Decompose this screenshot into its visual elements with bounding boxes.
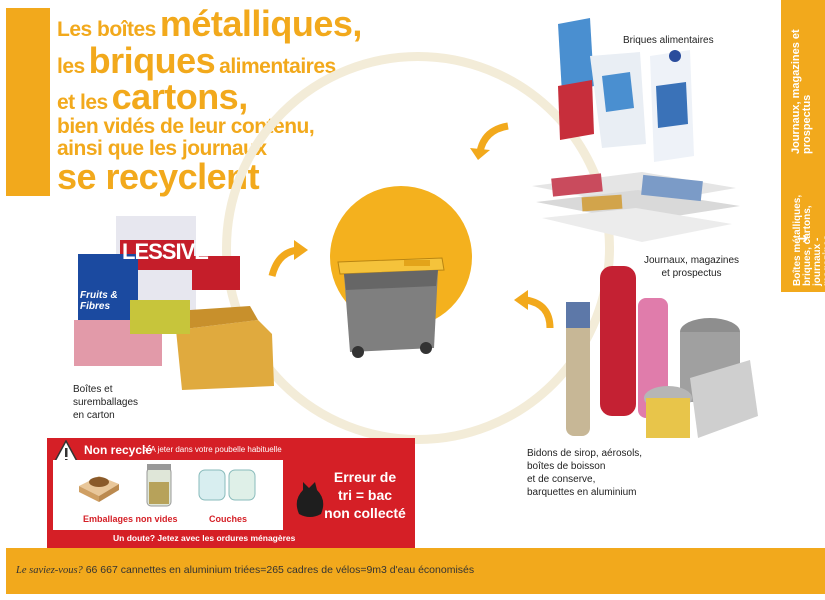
arrow-curve-icon (268, 240, 308, 277)
headline-text: et les (57, 91, 108, 115)
footer-fact: 66 667 cannettes en aluminium triées=265… (85, 564, 475, 576)
headline-text: se recyclent (57, 155, 260, 197)
trash-bag-icon (296, 482, 324, 517)
headline-text: bien vidés de leur contenu, (57, 115, 315, 139)
error-line: tri = bac (337, 487, 393, 503)
non-recycle-hint: Un doute? Jetez avec les ordures ménagèr… (113, 533, 296, 543)
non-recycle-panel: Non recyclé > A jeter dans votre poubell… (47, 438, 415, 548)
item-caption: Emballages non vides (83, 514, 178, 524)
milk-carton-icon (558, 18, 694, 162)
side-tab-bottom-label: Boîtes métalliques, briques, cartons, jo… (792, 194, 825, 286)
label-journaux: Journaux, magazines et prospectus (644, 255, 740, 279)
label-boites: Boîtes et suremballages en carton (73, 384, 139, 421)
arrow-right-icon: ➜ (797, 230, 809, 246)
food-packaging-icon (79, 476, 119, 502)
item-caption: Couches (209, 514, 248, 524)
non-recycle-subtitle: > A jeter dans votre poubelle habituelle (144, 445, 282, 454)
side-tab[interactable]: Journaux, magazines et prospectus ➜ Boît… (781, 0, 825, 292)
arrow-curve-icon (470, 122, 509, 160)
footer-text: Le saviez-vous? 66 667 cannettes en alum… (16, 564, 474, 576)
arrow-curve-icon (514, 290, 554, 329)
headline-text: alimentaires (219, 54, 336, 78)
error-line: non collecté (324, 505, 406, 521)
non-recycle-title: Non recyclé (84, 443, 153, 457)
headline-text: cartons, (111, 76, 249, 118)
footer-banner: Le saviez-vous? 66 667 cannettes en alum… (6, 548, 825, 594)
headline-text: briques (88, 39, 216, 81)
error-line: Erreur de (333, 469, 397, 485)
side-tab-top-label: Journaux, magazines et prospectus (790, 29, 813, 154)
footer-lead: Le saviez-vous? (16, 565, 83, 576)
recycle-ring (222, 52, 614, 444)
non-recycle-items: Emballages non vides Couches (53, 460, 283, 530)
headline-text: métalliques, (159, 3, 363, 44)
product-fruits: Fruits & Fibres (80, 290, 118, 312)
left-accent-bar (6, 8, 50, 196)
diapers-icon (198, 469, 256, 501)
cardboard-boxes-icon (74, 216, 274, 390)
headline-text: ainsi que les journaux (57, 136, 267, 160)
error-message: Erreur de tri = bac non collecté (317, 468, 413, 522)
newspapers-icon (532, 172, 740, 242)
metal-cans-icon (566, 266, 758, 438)
dirty-jar-icon (146, 464, 172, 507)
product-lessive: LESSIVE (122, 239, 209, 264)
label-briques: Briques alimentaires (623, 35, 714, 46)
headline-text: les (57, 54, 85, 78)
label-bidons: Bidons de sirop, aérosols, boîtes de boi… (527, 448, 643, 498)
headline-text: Les boîtes (57, 18, 156, 41)
recycling-bin-icon (337, 257, 445, 358)
page-title: Les boîtes métalliques, les briques alim… (57, 3, 377, 197)
